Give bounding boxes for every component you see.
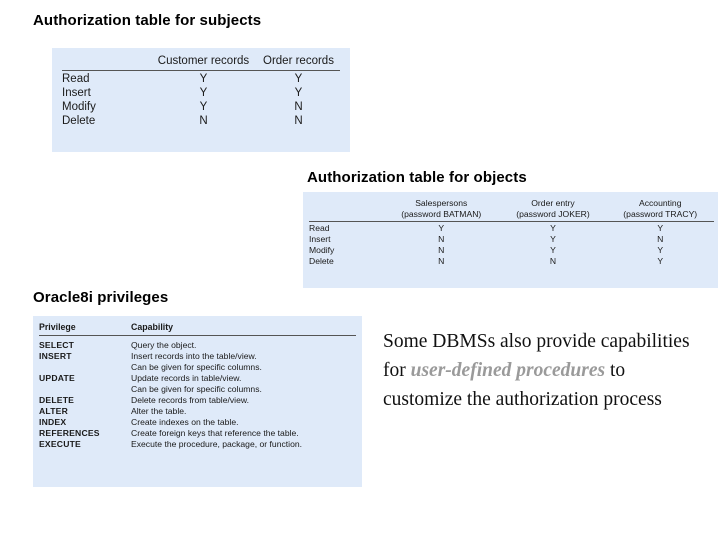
objects-header-salespersons-name: Salespersons xyxy=(415,198,468,208)
prose-emphasis: user-defined procedures xyxy=(410,359,606,381)
privilege-capability: Query the object. xyxy=(131,340,197,350)
table-row: DELETE Delete records from table/view. xyxy=(39,394,356,405)
table-row: INDEX Create indexes on the table. xyxy=(39,416,356,427)
privilege-capability: Create foreign keys that reference the t… xyxy=(131,428,299,438)
objects-header-order-entry-name: Order entry xyxy=(531,198,575,208)
privilege-name: DELETE xyxy=(39,395,75,405)
objects-row-label: Read xyxy=(309,223,330,234)
subjects-cell: Y xyxy=(199,73,208,85)
subjects-header-row: Customer records Order records xyxy=(62,55,340,71)
privilege-capability: Can be given for specific columns. xyxy=(131,384,262,394)
objects-cell: Y xyxy=(550,223,556,234)
privilege-capability: Update records in table/view. xyxy=(131,373,242,383)
subjects-header-order-records: Order records xyxy=(256,55,340,71)
subjects-row-label: Insert xyxy=(62,87,91,99)
privilege-name: ALTER xyxy=(39,406,69,416)
table-row: Insert N Y N xyxy=(309,233,714,244)
privilege-name xyxy=(39,361,131,372)
objects-header-order-entry-password: (password JOKER) xyxy=(516,208,590,219)
privilege-capability: Insert records into the table/view. xyxy=(131,351,257,361)
table-row: UPDATE Update records in table/view. xyxy=(39,372,356,383)
table-row: SELECT Query the object. xyxy=(39,339,356,350)
privilege-name xyxy=(39,383,131,394)
objects-header-accounting-name: Accounting xyxy=(638,198,682,208)
subjects-cell: N xyxy=(294,101,303,113)
table-row: Read Y Y xyxy=(62,71,340,85)
page-title-objects: Authorization table for objects xyxy=(307,169,527,186)
privileges-header-row: Privilege Capability xyxy=(39,322,356,336)
privilege-name: INSERT xyxy=(39,351,72,361)
subjects-row-label: Delete xyxy=(62,115,96,127)
objects-row-label: Insert xyxy=(309,234,331,245)
prose-part-1: Some DBMSs also provide capabilities for xyxy=(383,331,690,381)
privileges-header-capability: Capability xyxy=(131,322,356,336)
objects-cell: Y xyxy=(657,223,664,234)
page-title-privileges: Oracle8i privileges xyxy=(33,289,169,306)
authorization-table-objects: Salespersons (password BATMAN) Order ent… xyxy=(303,192,718,288)
objects-row-label: Modify xyxy=(309,245,335,256)
subjects-cell: N xyxy=(294,115,303,127)
page-title-subjects: Authorization table for subjects xyxy=(33,12,262,29)
privilege-name: SELECT xyxy=(39,340,75,350)
table-row: Insert Y Y xyxy=(62,85,340,99)
table-row: Modify N Y Y xyxy=(309,244,714,255)
objects-cell: Y xyxy=(657,245,664,256)
subjects-cell: Y xyxy=(294,87,303,99)
prose-part-2: to customize the authorization process xyxy=(383,359,662,410)
authorization-table-subjects: Customer records Order records Read Y Y … xyxy=(52,48,350,152)
objects-header-accounting: Accounting (password TRACY) xyxy=(606,198,714,223)
table-row: INSERT Insert records into the table/vie… xyxy=(39,350,356,361)
table-row: Delete N N Y xyxy=(309,255,714,266)
oracle8i-privileges-table: Privilege Capability SELECT Query the ob… xyxy=(33,316,362,487)
objects-cell: Y xyxy=(438,223,445,234)
objects-cell: Y xyxy=(550,234,556,245)
objects-cell: Y xyxy=(657,256,664,267)
objects-cell: Y xyxy=(550,245,556,256)
table-row: Can be given for specific columns. xyxy=(39,361,356,372)
objects-cell: N xyxy=(438,234,445,245)
privilege-capability: Can be given for specific columns. xyxy=(131,362,262,372)
table-row: Can be given for specific columns. xyxy=(39,383,356,394)
table-row: Modify Y N xyxy=(62,99,340,113)
table-row: ALTER Alter the table. xyxy=(39,405,356,416)
objects-row-label: Delete xyxy=(309,256,334,267)
table-row: REFERENCES Create foreign keys that refe… xyxy=(39,427,356,438)
table-row: EXECUTE Execute the procedure, package, … xyxy=(39,438,356,449)
objects-header-salespersons-password: (password BATMAN) xyxy=(401,208,482,219)
privileges-header-privilege: Privilege xyxy=(39,322,131,336)
objects-header-salespersons: Salespersons (password BATMAN) xyxy=(383,198,500,223)
privileges-table: Privilege Capability SELECT Query the ob… xyxy=(39,322,356,449)
objects-header-blank xyxy=(309,198,383,223)
privilege-capability: Create indexes on the table. xyxy=(131,417,239,427)
prose-paragraph: Some DBMSs also provide capabilities for… xyxy=(383,328,701,415)
objects-cell: N xyxy=(438,245,445,256)
subjects-row-label: Modify xyxy=(62,101,96,113)
privilege-capability: Execute the procedure, package, or funct… xyxy=(131,439,303,449)
subjects-cell: Y xyxy=(294,73,303,85)
table-row: Delete N N xyxy=(62,113,340,127)
privilege-capability: Alter the table. xyxy=(131,406,187,416)
subjects-header-blank xyxy=(62,55,150,71)
objects-header-accounting-password: (password TRACY) xyxy=(623,208,698,219)
objects-cell: N xyxy=(438,256,445,267)
privilege-capability: Delete records from table/view. xyxy=(131,395,249,405)
privilege-name: REFERENCES xyxy=(39,428,100,438)
privilege-name: INDEX xyxy=(39,417,67,427)
subjects-cell: Y xyxy=(199,87,208,99)
subjects-header-customer-records: Customer records xyxy=(150,55,257,71)
subjects-cell: Y xyxy=(199,101,208,113)
objects-header-order-entry: Order entry (password JOKER) xyxy=(499,198,607,223)
objects-cell: N xyxy=(657,234,664,245)
privilege-name: EXECUTE xyxy=(39,439,81,449)
subjects-cell: N xyxy=(199,115,208,127)
objects-table: Salespersons (password BATMAN) Order ent… xyxy=(309,198,714,266)
table-row: Read Y Y Y xyxy=(309,222,714,234)
privilege-name: UPDATE xyxy=(39,373,75,383)
objects-cell: N xyxy=(549,256,557,267)
subjects-row-label: Read xyxy=(62,73,90,85)
subjects-table: Customer records Order records Read Y Y … xyxy=(62,55,340,127)
objects-header-row: Salespersons (password BATMAN) Order ent… xyxy=(309,198,714,223)
